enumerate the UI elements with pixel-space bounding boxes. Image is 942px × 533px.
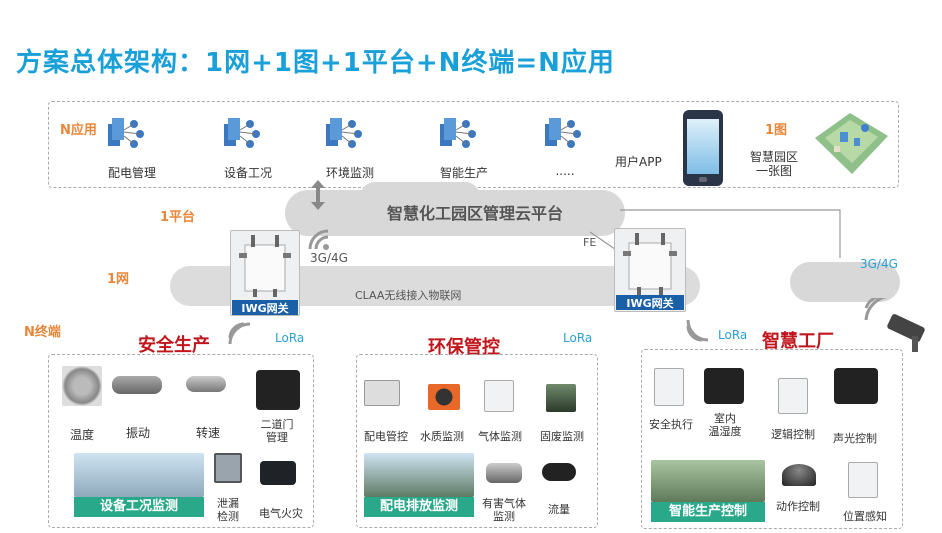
double-arrow-icon <box>311 180 325 210</box>
safety-item-1: 振动 <box>125 426 150 440</box>
gas-sensor-image <box>484 380 514 412</box>
env-item-2: 气体监测 <box>478 430 522 443</box>
env-item-0: 配电管控 <box>364 430 408 443</box>
lora-label-right: LoRa <box>718 328 748 342</box>
safety-item-4: 泄漏 检测 <box>217 497 239 523</box>
safety-item-5: 电气火灾 <box>259 507 303 520</box>
claa-network-label: CLAA无线接入物联网 <box>355 289 462 302</box>
flow-meter-image <box>542 463 576 481</box>
safety-terminal-box <box>48 354 314 528</box>
motion-sensor-image <box>782 464 816 486</box>
section-title-factory: 智慧工厂 <box>762 331 834 352</box>
section-title-safety: 安全生产 <box>138 335 210 356</box>
g34-left-label: 3G/4G <box>310 251 348 265</box>
app-label-1: 设备工况 <box>223 166 272 180</box>
env-item-5: 流量 <box>548 503 570 516</box>
factory-item-5: 位置感知 <box>843 510 887 523</box>
gateway-left-label: IWG网关 <box>232 300 298 315</box>
factory-terminal-box <box>641 349 903 529</box>
env-item-1: 水质监测 <box>420 430 464 443</box>
signal-icon <box>228 322 251 345</box>
one-net-label: 1网 <box>107 272 130 287</box>
camera-icon <box>864 298 925 352</box>
safety-item-2: 转速 <box>195 426 220 440</box>
safety-banner: 设备工况监测 <box>74 497 204 517</box>
factory-item-4: 动作控制 <box>776 500 820 513</box>
signal-icon <box>686 319 709 342</box>
env-item-3: 固废监测 <box>540 430 584 443</box>
app-label-4: ..... <box>555 164 575 178</box>
fe-label: FE <box>583 236 597 249</box>
user-app-label: 用户APP <box>615 155 662 169</box>
safety-item-0: 温度 <box>69 428 94 442</box>
factory-item-3: 声光控制 <box>833 432 877 445</box>
factory-item-0: 安全执行 <box>649 418 693 431</box>
fire-device-image <box>260 461 296 485</box>
page-title: 方案总体架构：1网+1图+1平台+N终端=N应用 <box>16 48 615 78</box>
app-label-2: 环境监测 <box>325 166 374 180</box>
env-terminal-box <box>356 354 598 528</box>
actuator-image <box>654 368 684 406</box>
env-banner: 配电排放监测 <box>364 497 474 517</box>
signal-icon <box>308 229 329 250</box>
g34-right-label: 3G/4G <box>860 257 898 271</box>
gateway-right-label: IWG网关 <box>616 295 684 310</box>
vibration-sensor-image <box>112 376 162 394</box>
one-map-label: 1图 <box>765 123 788 138</box>
production-image <box>651 460 765 502</box>
door-device-image <box>256 370 300 410</box>
factory-item-2: 逻辑控制 <box>771 428 815 441</box>
safety-item-3: 二道门 管理 <box>260 418 294 444</box>
light-sound-image <box>834 368 878 404</box>
temperature-sensor-image <box>62 366 102 406</box>
lora-label-mid: LoRa <box>563 331 593 345</box>
phone-icon <box>683 110 723 186</box>
hazard-gas-image <box>486 463 522 483</box>
n-terminal-label: N终端 <box>24 325 61 340</box>
speed-sensor-image <box>186 376 226 392</box>
park-map-label: 智慧园区 一张图 <box>749 150 798 178</box>
n-app-label: N应用 <box>60 123 97 138</box>
right-cloud <box>790 262 900 302</box>
solid-waste-image <box>546 384 576 412</box>
app-label-0: 配电管理 <box>107 166 156 180</box>
leak-detector-image <box>214 453 242 483</box>
cloud-platform-bump <box>360 182 480 212</box>
factory-banner: 智能生产控制 <box>651 502 765 522</box>
env-item-4: 有害气体 监测 <box>482 497 526 523</box>
logic-controller-image <box>778 378 808 414</box>
lora-label-left: LoRa <box>275 331 305 345</box>
one-platform-label: 1平台 <box>160 210 196 225</box>
city-skyline-image <box>74 453 204 497</box>
position-sensor-image <box>848 462 878 498</box>
humidity-sensor-image <box>704 368 744 404</box>
water-sensor-image <box>428 384 460 410</box>
app-label-3: 智能生产 <box>439 166 488 180</box>
factory-image <box>364 453 474 497</box>
power-controller-image <box>364 380 400 406</box>
section-title-env: 环保管控 <box>428 337 500 358</box>
factory-item-1: 室内 温湿度 <box>708 412 742 438</box>
park-map-image <box>815 113 888 174</box>
cloud-platform-title: 智慧化工园区管理云平台 <box>386 204 563 223</box>
